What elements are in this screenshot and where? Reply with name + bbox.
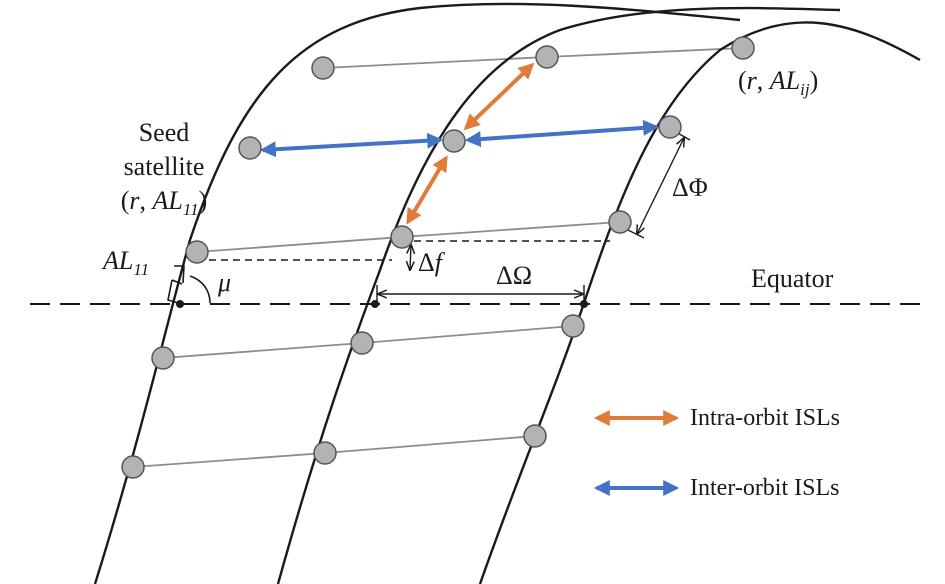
grid-link [401,221,621,238]
grid-link [162,342,363,359]
grid-link [324,435,536,454]
orbit-2 [276,6,841,584]
satellite [442,129,466,153]
inter-isl-right [464,119,660,148]
node-dot [371,300,379,308]
satellite [313,441,337,465]
grid-link [361,325,574,344]
grid-link [132,452,326,468]
seed-satellite-label: Seed satellite (r, AL11) [104,116,224,221]
satellite [151,346,175,370]
al11-bracket [167,265,185,304]
satellite [238,136,262,160]
equator-label: Equator [751,264,834,293]
satellites [121,36,755,479]
delta-f-label: Δf [418,248,442,277]
grid-link [546,47,744,58]
legend-inter-label: Inter-orbit ISLs [690,475,840,501]
intra-isl-lower [406,155,448,225]
delta-phi-arrow [637,138,684,234]
node-dot [176,300,184,308]
mu-label: μ [218,268,232,297]
satellite [658,115,682,139]
satellite [311,56,335,80]
reference-lines [197,240,610,261]
satellite-seed [185,240,209,264]
intra-isl-upper [463,62,535,131]
delta-phi-tick-bottom [625,228,645,239]
satellite [350,331,374,355]
inter-isl-left [259,132,444,158]
grid-links [132,47,744,468]
delta-omega-label: ΔΩ [496,261,533,290]
satellite [390,225,414,249]
grid-link [322,56,548,69]
satellite [608,210,632,234]
grid-link [196,236,403,253]
seed-line2: satellite [123,152,205,181]
rij-coordinate-label: (r, ALij) [738,66,819,99]
seed-coordinate: (r, AL11) [120,186,208,219]
delta-phi-label: ΔΦ [672,173,708,202]
node-dot [580,300,588,308]
legend-intra-label: Intra-orbit ISLs [690,405,840,431]
seed-line1: Seed [138,118,190,147]
ascending-nodes [176,300,588,308]
satellite [121,455,145,479]
satellite [523,424,547,448]
satellite [731,36,755,60]
al11-label: AL11 [103,246,150,279]
mu-angle-arc [189,275,211,304]
delta-f-arrow [410,245,411,270]
satellite [561,314,585,338]
orbit-1 [93,2,741,584]
satellite [535,45,559,69]
